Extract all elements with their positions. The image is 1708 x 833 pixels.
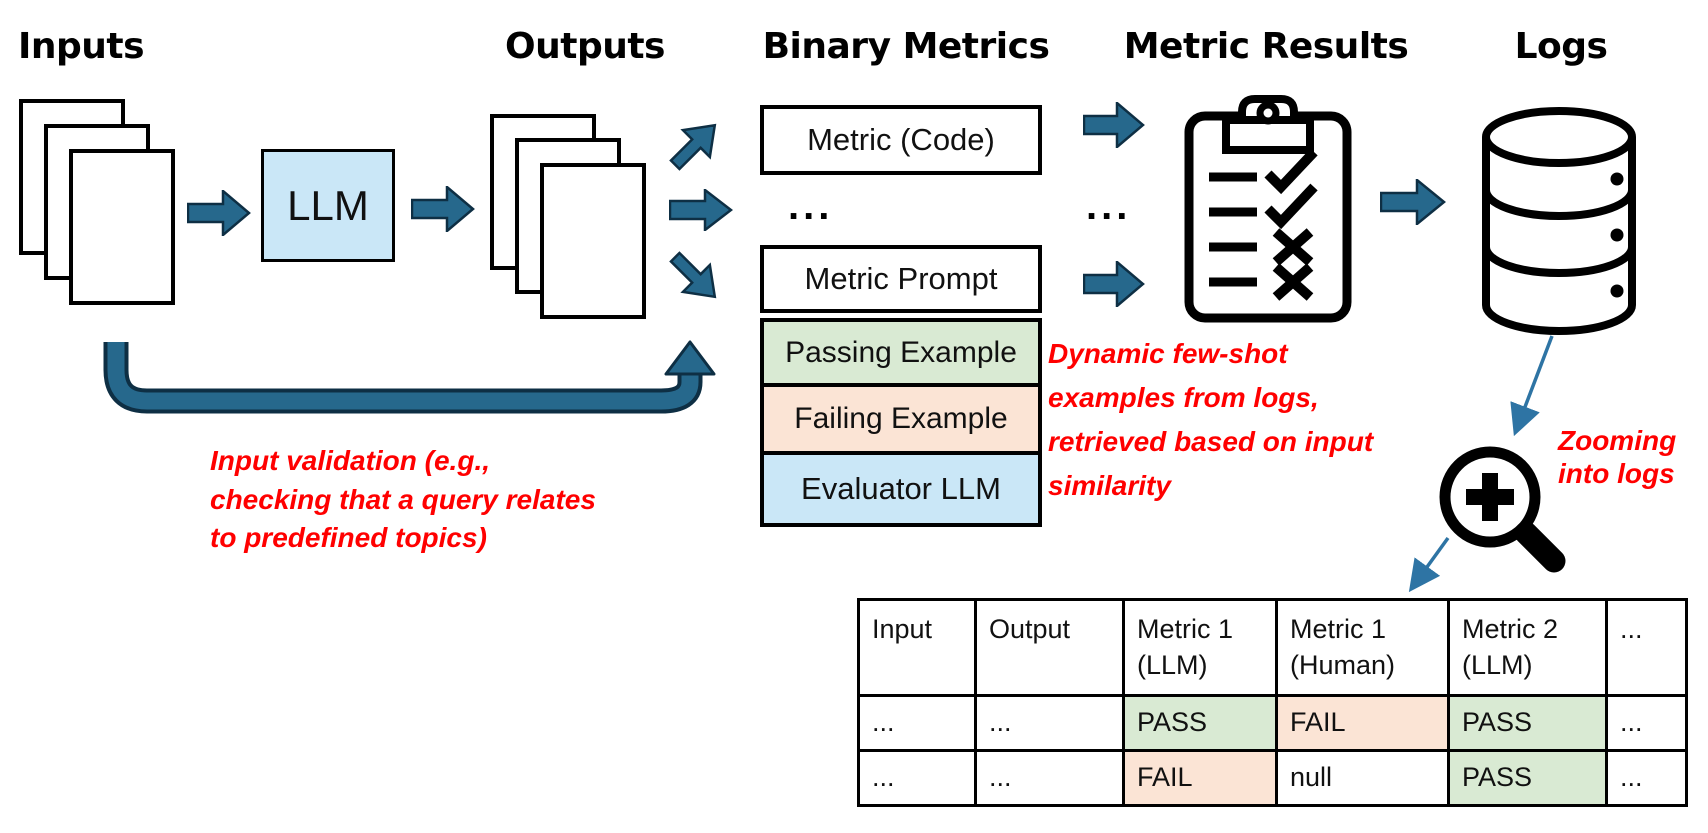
magnifying-glass-plus-icon: [1439, 446, 1566, 573]
cell-input: ...: [857, 693, 977, 752]
passing-example-box: Passing Example: [760, 318, 1042, 387]
table-row: ... ... FAIL null PASS ...: [857, 748, 1688, 807]
outputs-title: Outputs: [505, 26, 665, 67]
col-header-input: Input: [857, 598, 977, 697]
document-icon: [540, 163, 646, 319]
arrow-right-icon: [1083, 102, 1145, 148]
metric-prompt-box: Metric Prompt: [760, 245, 1042, 313]
arrow-right-icon: [1083, 261, 1145, 307]
thin-arrow-down-icon: [1510, 335, 1554, 437]
metric-results-title: Metric Results: [1123, 26, 1409, 67]
arrow-right-icon: [187, 190, 251, 236]
binary-metrics-title: Binary Metrics: [762, 26, 1050, 67]
table-row: ... ... PASS FAIL PASS ...: [857, 693, 1688, 752]
database-icon: [1482, 107, 1636, 335]
col-header-metric1-llm: Metric 1 (LLM): [1122, 598, 1278, 697]
input-validation-note: Input validation (e.g., checking that a …: [210, 445, 596, 554]
zooming-into-logs-note: Zooming into logs: [1558, 425, 1677, 490]
feedback-loop-arrow: [103, 340, 716, 414]
col-header-more: ...: [1605, 598, 1688, 697]
cell-output: ...: [974, 748, 1125, 807]
llm-box: LLM: [261, 149, 395, 262]
arrow-right-icon: [411, 186, 475, 232]
table-header-row: Input Output Metric 1 (LLM) Metric 1 (Hu…: [857, 598, 1688, 697]
cell-metric2-llm: PASS: [1447, 748, 1608, 807]
col-header-metric1-human: Metric 1 (Human): [1275, 598, 1450, 697]
arrow-up-right-icon: [669, 123, 717, 171]
arrow-down-right-icon: [669, 251, 717, 299]
cell-output: ...: [974, 693, 1125, 752]
failing-example-box: Failing Example: [760, 383, 1042, 455]
clipboard-checklist-icon: [1184, 95, 1352, 323]
results-ellipsis: ...: [1086, 184, 1132, 228]
cell-metric1-llm: PASS: [1122, 693, 1278, 752]
metric-code-box: Metric (Code): [760, 105, 1042, 175]
inputs-title: Inputs: [18, 26, 145, 67]
cell-more: ...: [1605, 693, 1688, 752]
logs-table: Input Output Metric 1 (LLM) Metric 1 (Hu…: [857, 598, 1688, 807]
cell-input: ...: [857, 748, 977, 807]
evaluator-llm-box: Evaluator LLM: [760, 451, 1042, 527]
dynamic-few-shot-note: Dynamic few-shot examples from logs, ret…: [1048, 338, 1374, 501]
cell-more: ...: [1605, 748, 1688, 807]
col-header-output: Output: [974, 598, 1125, 697]
arrow-right-icon: [669, 189, 733, 231]
cell-metric1-human: null: [1275, 748, 1450, 807]
cell-metric2-llm: PASS: [1447, 693, 1608, 752]
arrow-right-icon: [1380, 179, 1446, 225]
metrics-ellipsis: ...: [788, 184, 834, 228]
thin-arrow-down-icon: [1408, 536, 1450, 593]
cell-metric1-llm: FAIL: [1122, 748, 1278, 807]
logs-title: Logs: [1514, 26, 1608, 67]
cell-metric1-human: FAIL: [1275, 693, 1450, 752]
col-header-metric2-llm: Metric 2 (LLM): [1447, 598, 1608, 697]
document-icon: [69, 149, 175, 305]
